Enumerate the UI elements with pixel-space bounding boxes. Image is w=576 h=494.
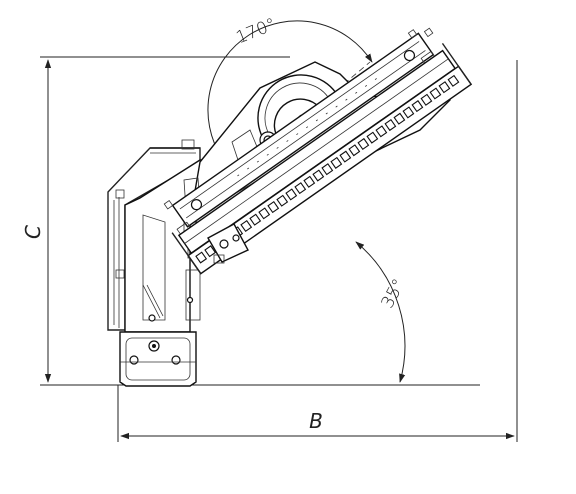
rotation-angle-label: 170° [233,14,278,48]
cutter-teeth [195,74,460,264]
beam-rivets [163,27,434,210]
link-bracket [207,223,249,264]
cutter-beam [163,27,473,275]
tilt-angle-arc [355,241,406,383]
width-label: B [309,409,323,433]
tilt-angle-label: 35° [378,276,410,312]
height-label: C [21,225,45,239]
dimension-width [117,60,518,442]
base-plate [119,331,197,387]
mower-assembly [107,27,473,387]
